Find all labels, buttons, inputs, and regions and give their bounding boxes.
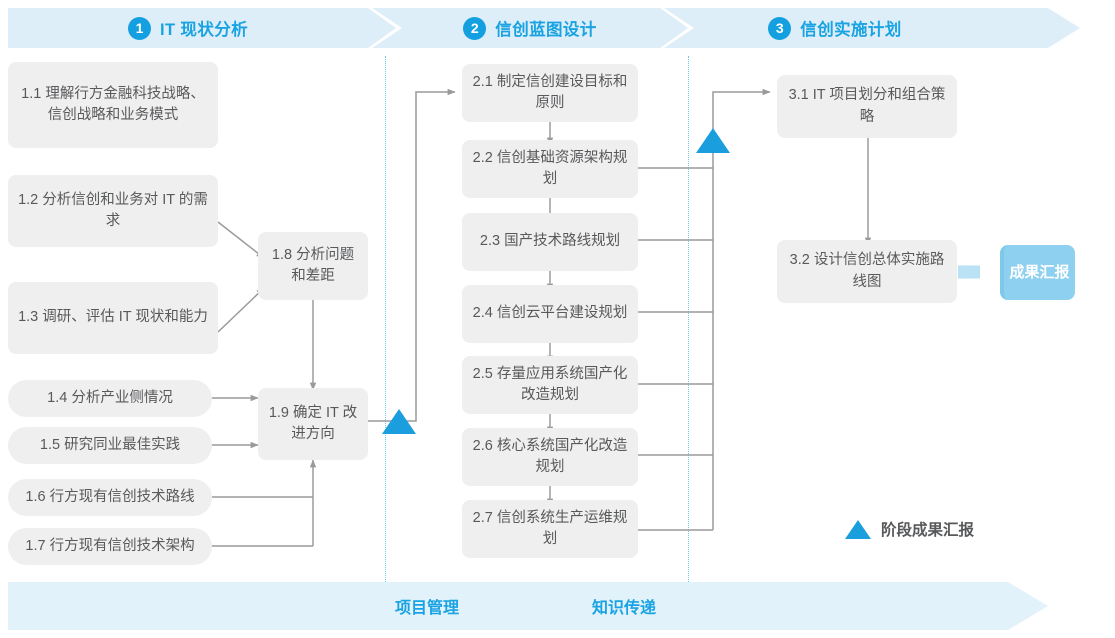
node-2-6[interactable]: 2.6 核心系统国产化改造规划 — [462, 428, 638, 486]
milestone-triangle-icon — [845, 519, 871, 539]
node-2-3[interactable]: 2.3 国产技术路线规划 — [462, 213, 638, 271]
node-2-4[interactable]: 2.4 信创云平台建设规划 — [462, 285, 638, 343]
node-3-2[interactable]: 3.2 设计信创总体实施路线图 — [777, 240, 957, 303]
node-2-7[interactable]: 2.7 信创系统生产运维规划 — [462, 500, 638, 558]
phase-number-2: 2 — [463, 16, 487, 40]
legend: 阶段成果汇报 — [845, 518, 974, 540]
legend-label: 阶段成果汇报 — [881, 522, 975, 539]
node-1-3[interactable]: 1.3 调研、评估 IT 现状和能力 — [8, 282, 218, 354]
node-2-2[interactable]: 2.2 信创基础资源架构规划 — [462, 140, 638, 198]
milestone-triangle-phase1 — [382, 409, 416, 434]
node-1-4[interactable]: 1.4 分析产业侧情况 — [8, 380, 212, 417]
node-2-5[interactable]: 2.5 存量应用系统国产化改造规划 — [462, 356, 638, 414]
node-1-9[interactable]: 1.9 确定 IT 改进方向 — [258, 388, 368, 460]
milestone-triangle-phase2 — [696, 128, 730, 153]
node-1-6[interactable]: 1.6 行方现有信创技术路线 — [8, 479, 212, 516]
node-2-1[interactable]: 2.1 制定信创建设目标和原则 — [462, 64, 638, 122]
bottom-label-knowledge-transfer[interactable]: 知识传递 — [592, 600, 657, 617]
phase-label-3: 信创实施计划 — [800, 21, 902, 39]
node-1-5[interactable]: 1.5 研究同业最佳实践 — [8, 427, 212, 464]
phase-divider-line-1 — [385, 56, 386, 582]
phase-header-1[interactable]: 1 IT 现状分析 — [8, 8, 368, 48]
node-1-7[interactable]: 1.7 行方现有信创技术架构 — [8, 528, 212, 565]
node-1-8[interactable]: 1.8 分析问题和差距 — [258, 232, 368, 300]
node-1-1[interactable]: 1.1 理解行方金融科技战略、信创战略和业务模式 — [8, 62, 218, 148]
phase-header-2[interactable]: 2 信创蓝图设计 — [395, 8, 665, 48]
phase-header-3[interactable]: 3 信创实施计划 — [690, 8, 980, 48]
node-3-1[interactable]: 3.1 IT 项目划分和组合策略 — [777, 75, 957, 138]
bottom-label-project-management[interactable]: 项目管理 — [395, 600, 460, 617]
phase-header-band — [8, 8, 1048, 48]
result-badge[interactable]: 成果汇报 — [1000, 245, 1075, 300]
bottom-band — [8, 582, 1048, 630]
phase-divider-line-2 — [688, 56, 689, 582]
phase-label-1: IT 现状分析 — [159, 21, 249, 39]
phase-label-2: 信创蓝图设计 — [495, 21, 597, 39]
phase-number-1: 1 — [127, 16, 151, 40]
phase-number-3: 3 — [768, 16, 792, 40]
phase-band-arrow-tip — [1048, 8, 1080, 48]
node-1-2[interactable]: 1.2 分析信创和业务对 IT 的需求 — [8, 175, 218, 247]
